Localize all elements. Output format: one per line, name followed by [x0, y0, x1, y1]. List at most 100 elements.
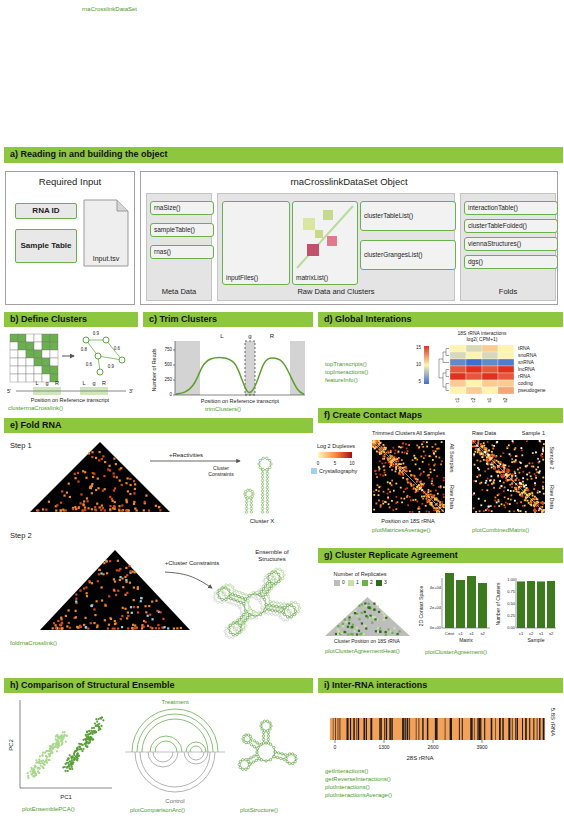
- nucleotide: [293, 613, 295, 615]
- agreement-cell: [378, 611, 380, 613]
- contact-cell: [409, 496, 411, 498]
- nucleotide: [266, 504, 268, 506]
- contact-cell: [85, 626, 87, 628]
- contact-cell: [101, 504, 103, 506]
- bar-chart: [516, 578, 556, 628]
- contact-cell: [83, 500, 85, 502]
- contact-cell: [379, 453, 381, 455]
- matrix-cell: [26, 350, 34, 358]
- nucleotide: [266, 483, 268, 485]
- pca-point: [79, 746, 81, 748]
- nucleotide: [229, 602, 231, 604]
- graph-node: [103, 337, 109, 343]
- contact-cell: [441, 441, 443, 443]
- contact-cell: [122, 586, 124, 588]
- nucleotide: [274, 614, 276, 616]
- pca-point: [59, 740, 61, 742]
- contact-cell: [503, 467, 505, 469]
- contact-cell: [134, 624, 136, 626]
- pca-point: [42, 752, 44, 754]
- contact-cell: [53, 622, 55, 624]
- agreement-cell: [387, 629, 389, 631]
- contact-cell: [373, 494, 375, 496]
- contact-cell: [520, 494, 522, 496]
- nucleotide: [262, 469, 264, 471]
- backbone: [259, 583, 267, 594]
- agreement-cell: [371, 622, 373, 624]
- contact-cell: [472, 446, 474, 448]
- contact-cell: [505, 471, 507, 473]
- contact-cell: [395, 496, 397, 498]
- contact-cell: [149, 614, 151, 616]
- contact-cell: [95, 509, 97, 511]
- nucleotide: [294, 601, 296, 603]
- contact-cell: [404, 452, 406, 454]
- contact-cell: [110, 618, 112, 620]
- dendrogram: [446, 384, 449, 391]
- contact-cell: [60, 617, 62, 619]
- contact-cell: [117, 560, 119, 562]
- contact-cell: [137, 588, 139, 590]
- contact-cell: [410, 499, 412, 501]
- nucleotide: [278, 573, 280, 575]
- pca-point: [71, 755, 73, 757]
- contact-cell: [525, 465, 527, 467]
- nucleotide: [266, 476, 268, 478]
- nucleotide: [248, 594, 250, 596]
- contact-cell: [384, 465, 386, 467]
- triangle-map: [325, 597, 410, 636]
- nucleotide: [261, 493, 263, 495]
- heat-cell: [466, 387, 482, 394]
- contact-cell: [473, 492, 475, 494]
- contact-cell: [422, 446, 424, 448]
- graph-node: [95, 353, 101, 359]
- contact-cell: [542, 488, 544, 490]
- contact-cell: [60, 502, 62, 504]
- contact-cell: [66, 492, 68, 494]
- contact-cell: [486, 463, 488, 465]
- contact-cell: [443, 494, 445, 496]
- backbone: [244, 594, 266, 616]
- contact-cell: [381, 453, 383, 455]
- nucleotide: [232, 633, 234, 635]
- contact-cell: [37, 509, 39, 511]
- contact-cell: [384, 501, 386, 503]
- nucleotide: [225, 627, 227, 629]
- contact-cell: [412, 511, 414, 513]
- contact-cell: [537, 499, 539, 501]
- contact-cell: [378, 443, 380, 445]
- contact-cell: [542, 477, 544, 479]
- contact-cell: [413, 475, 415, 477]
- contact-cell: [419, 481, 421, 483]
- bar: [517, 581, 525, 628]
- nucleotide: [232, 636, 234, 638]
- bar: [547, 581, 555, 628]
- graph-edge: [106, 340, 122, 360]
- contact-cell: [481, 489, 483, 491]
- contact-cell: [398, 446, 400, 448]
- contact-cell: [384, 472, 386, 474]
- contact-cell: [542, 451, 544, 453]
- contact-cell: [534, 482, 536, 484]
- contact-cell: [155, 627, 157, 629]
- agreement-cell: [361, 622, 363, 624]
- contact-cell: [487, 506, 489, 508]
- nucleotide: [264, 593, 266, 595]
- trim-plot: [173, 341, 305, 395]
- agreement-cell: [340, 632, 342, 634]
- contact-cell: [494, 460, 496, 462]
- agreement-cell: [364, 611, 366, 613]
- contact-cell: [507, 479, 509, 481]
- agreement-cell: [361, 612, 363, 614]
- nucleotide: [282, 619, 284, 621]
- contact-cell: [108, 595, 110, 597]
- nucleotide: [272, 577, 274, 579]
- contact-cell: [84, 506, 86, 508]
- contact-cell: [507, 479, 509, 481]
- contact-cell: [375, 489, 377, 491]
- contact-cell: [69, 627, 71, 629]
- heat-cell: [450, 359, 466, 366]
- contact-cell: [439, 504, 441, 506]
- nucleotide: [254, 615, 256, 617]
- contact-cell: [378, 500, 380, 502]
